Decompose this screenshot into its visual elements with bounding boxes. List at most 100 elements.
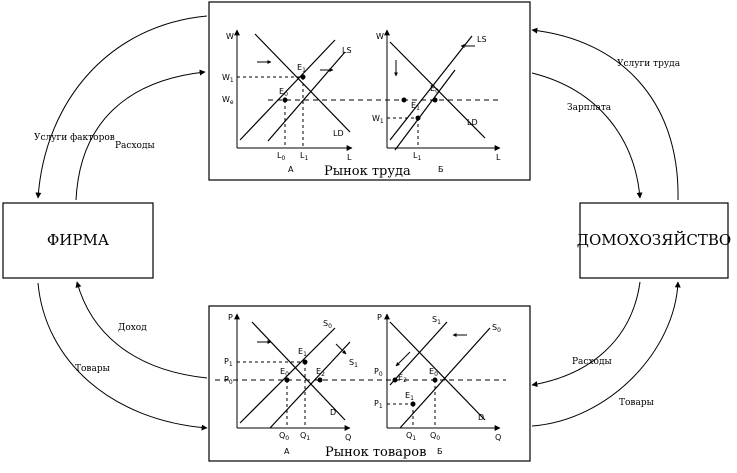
svg-text:LS: LS — [477, 35, 487, 44]
svg-text:S0: S0 — [323, 319, 332, 330]
goods-household-label: Товары — [619, 398, 654, 408]
goods-chart-a: P Q S0 S1 D P1 P0 Q0 Q1 E1 E0 E2 A — [224, 313, 358, 456]
equilibrium-e1 — [302, 359, 308, 365]
salary-arrow — [531, 72, 643, 199]
supply-curve-ls — [239, 39, 336, 141]
svg-text:Б: Б — [437, 447, 443, 456]
goods-firm-label: Товары — [75, 364, 110, 374]
svg-text:S1: S1 — [349, 358, 358, 369]
labor-chart-a: W L LS LD W1 We L0 L1 E1 E0 A — [222, 29, 353, 174]
svg-text:P0: P0 — [374, 367, 383, 378]
guide-lines — [237, 76, 304, 148]
svg-text:P: P — [228, 313, 233, 322]
goods-firm-arrow — [37, 282, 208, 431]
svg-text:Q0: Q0 — [279, 431, 289, 442]
svg-text:E1: E1 — [411, 101, 420, 112]
svg-text:LD: LD — [333, 129, 344, 138]
svg-text:A: A — [288, 165, 294, 174]
svg-text:E0: E0 — [280, 367, 289, 378]
labor-chart-b: W L LS LD W1 L1 E0 E1 Б — [372, 29, 501, 174]
svg-text:E0: E0 — [429, 367, 438, 378]
demand-curve-d — [251, 321, 346, 421]
equilibrium-e1 — [415, 115, 421, 121]
svg-text:Q: Q — [495, 433, 501, 442]
svg-text:P0: P0 — [224, 375, 233, 386]
shift-arrow-diag — [335, 343, 347, 355]
svg-text:LS: LS — [342, 46, 352, 55]
svg-text:P: P — [377, 313, 382, 322]
demand-curve-d — [389, 321, 486, 421]
svg-text:Q1: Q1 — [300, 431, 310, 442]
svg-text:E2: E2 — [316, 367, 325, 378]
expenses-firm-arrow — [75, 69, 206, 201]
svg-text:E1: E1 — [405, 391, 414, 402]
expenses-firm-label: Расходы — [115, 141, 155, 151]
svg-text:L0: L0 — [277, 151, 285, 162]
svg-text:E0: E0 — [279, 87, 288, 98]
shift-arrow-diag — [395, 351, 411, 367]
svg-text:W1: W1 — [222, 73, 234, 84]
svg-text:S1: S1 — [432, 315, 441, 326]
svg-text:D: D — [330, 408, 336, 417]
equilibrium-e1 — [300, 74, 306, 80]
supply-curve-s0 — [239, 327, 336, 424]
svg-text:Q0: Q0 — [430, 431, 440, 442]
svg-text:L: L — [347, 153, 352, 162]
factor-services-label: Услуги факторов — [34, 133, 115, 143]
shifted-curve — [394, 69, 456, 151]
supply-curve-s1 — [269, 341, 351, 429]
labor-services-arrow — [531, 27, 679, 201]
svg-text:D: D — [478, 413, 484, 422]
household-box — [579, 202, 729, 279]
svg-text:L1: L1 — [300, 151, 308, 162]
svg-text:W1: W1 — [372, 114, 384, 125]
labor-market-box — [208, 1, 531, 181]
equilibrium-e2 — [317, 377, 323, 383]
shifted-curve — [267, 51, 346, 142]
guide-lines — [387, 117, 419, 148]
equilibrium-e0 — [432, 97, 438, 103]
firm-label: ФИРМА — [47, 231, 110, 249]
svg-text:L: L — [496, 153, 501, 162]
svg-text:S0: S0 — [492, 323, 501, 334]
svg-text:We: We — [222, 95, 234, 106]
guide-lines — [387, 380, 436, 428]
income-label: Доход — [118, 323, 147, 333]
equilibrium-e0 — [432, 377, 438, 383]
svg-text:E2: E2 — [398, 373, 407, 384]
household-node: ДОМОХОЗЯЙСТВО — [577, 202, 731, 279]
dashed-connectors — [215, 99, 506, 381]
expenses-household-arrow — [531, 281, 641, 388]
goods-market-title: Рынок товаров — [325, 445, 426, 460]
equilibrium-point — [401, 97, 407, 103]
equilibrium-e2 — [392, 377, 398, 383]
svg-text:LD: LD — [467, 118, 478, 127]
labor-market-title: Рынок труда — [324, 164, 411, 179]
svg-text:Б: Б — [438, 165, 444, 174]
labor-services-label: Услуги труда — [617, 59, 681, 69]
svg-text:E1: E1 — [298, 347, 307, 358]
supply-curve-ls — [389, 35, 473, 141]
expenses-household-label: Расходы — [572, 357, 612, 367]
supply-curve-s0 — [399, 327, 491, 429]
income-arrow — [75, 281, 208, 379]
labor-market-panel: W L LS LD W1 We L0 L1 E1 E0 A — [208, 1, 531, 181]
goods-market-panel: P Q S0 S1 D P1 P0 Q0 Q1 E1 E0 E2 A — [208, 305, 531, 462]
svg-text:P1: P1 — [374, 399, 383, 410]
equilibrium-e0 — [284, 377, 290, 383]
household-label: ДОМОХОЗЯЙСТВО — [577, 230, 731, 249]
factor-services-arrow — [35, 15, 208, 199]
svg-text:E0: E0 — [430, 84, 439, 95]
svg-text:E1: E1 — [297, 63, 306, 74]
svg-text:Q: Q — [345, 433, 351, 442]
demand-curve-ld — [389, 41, 486, 139]
svg-text:Q1: Q1 — [406, 431, 416, 442]
svg-text:P1: P1 — [224, 357, 233, 368]
svg-text:W: W — [376, 32, 384, 41]
equilibrium-e0 — [282, 97, 288, 103]
guide-lines — [237, 361, 306, 428]
svg-text:L1: L1 — [413, 151, 421, 162]
equilibrium-e1 — [410, 401, 416, 407]
svg-text:A: A — [284, 447, 290, 456]
